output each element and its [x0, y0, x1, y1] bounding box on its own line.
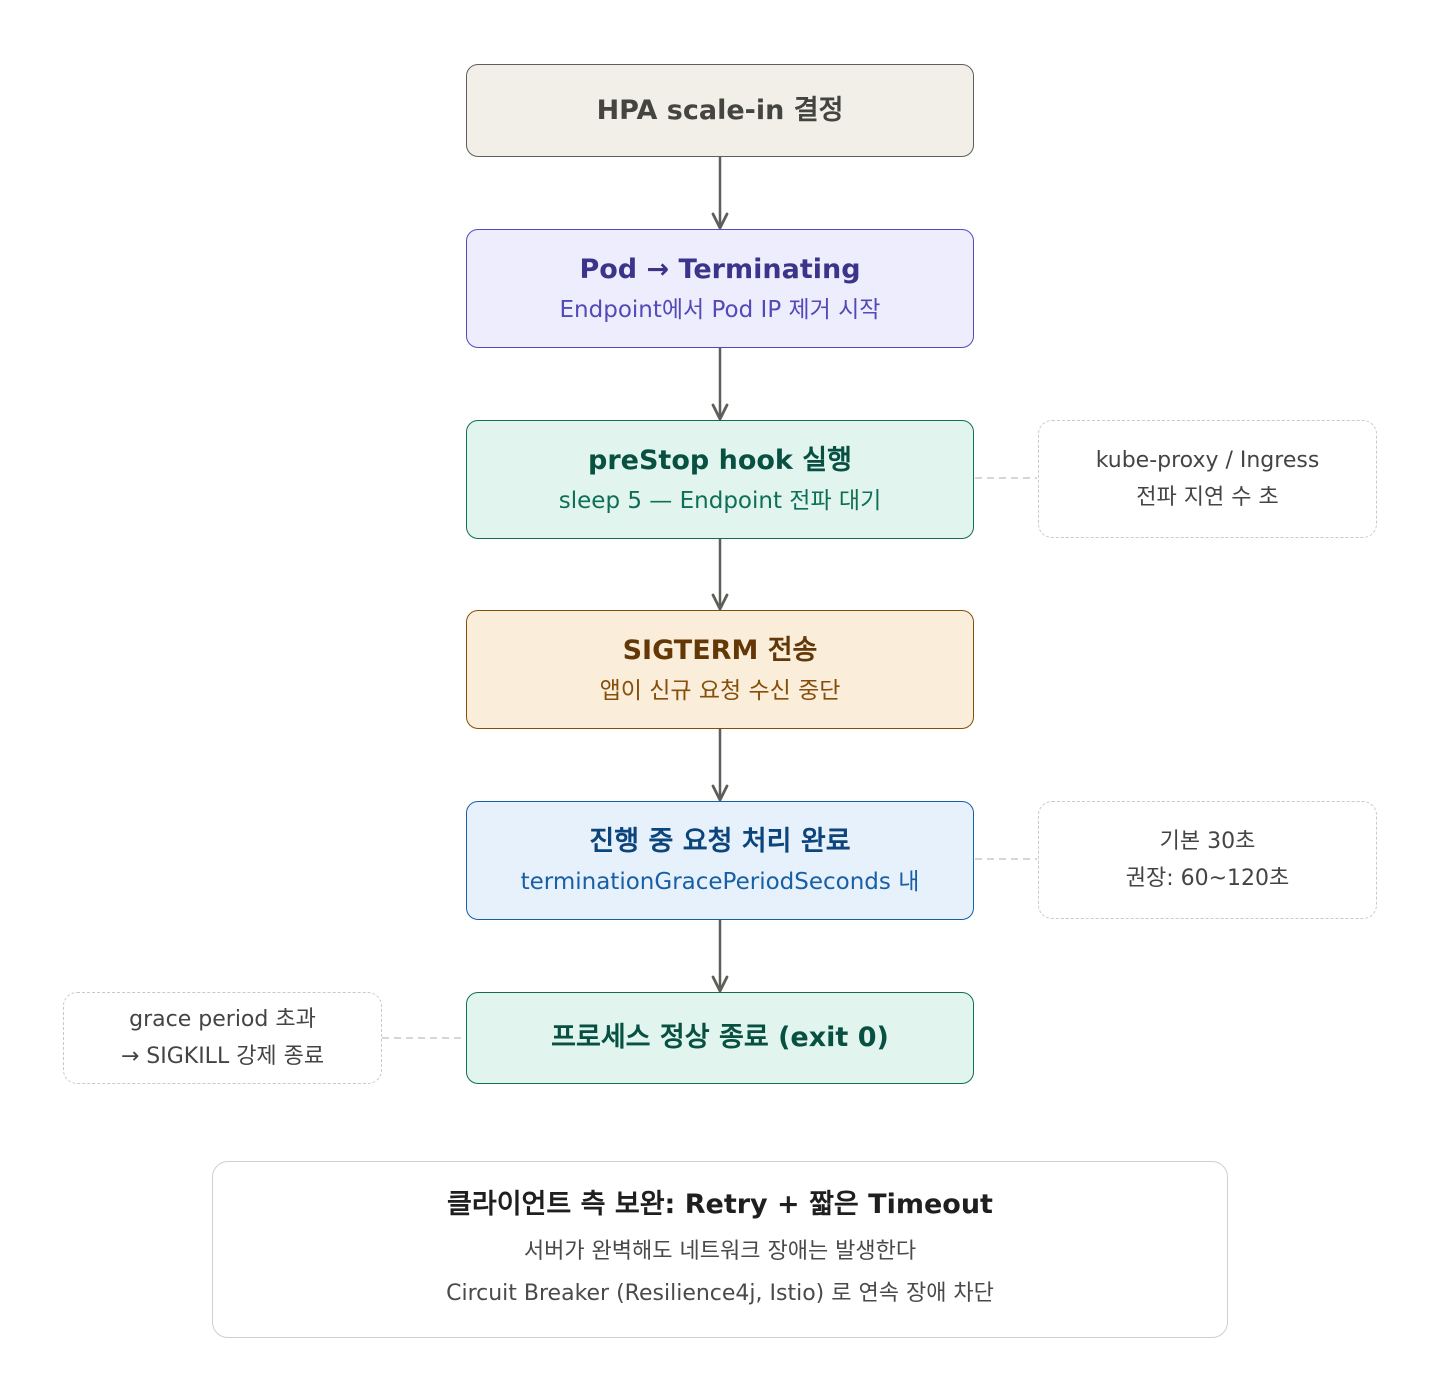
note-line: grace period 초과 — [129, 1007, 316, 1032]
step-title: 진행 중 요청 처리 완료 — [589, 825, 851, 857]
step-hpa-scale-in: HPA scale-in 결정 — [466, 64, 974, 157]
note-grace-period: 기본 30초 권장: 60~120초 — [1038, 801, 1377, 919]
note-line: → SIGKILL 강제 종료 — [120, 1044, 325, 1069]
step-title: Pod → Terminating — [579, 253, 861, 285]
step-subtitle: sleep 5 — Endpoint 전파 대기 — [558, 487, 882, 514]
step-drain-requests: 진행 중 요청 처리 완료 terminationGracePeriodSeco… — [466, 801, 974, 920]
note-propagation-delay: kube-proxy / Ingress 전파 지연 수 초 — [1038, 420, 1377, 538]
summary-title: 클라이언트 측 보완: Retry + 짧은 Timeout — [447, 1188, 993, 1220]
step-pod-terminating: Pod → Terminating Endpoint에서 Pod IP 제거 시… — [466, 229, 974, 348]
step-title: SIGTERM 전송 — [622, 634, 818, 666]
note-sigkill: grace period 초과 → SIGKILL 강제 종료 — [63, 992, 382, 1084]
step-title: HPA scale-in 결정 — [596, 94, 844, 126]
note-line: 권장: 60~120초 — [1125, 866, 1290, 891]
summary-line: 서버가 완벽해도 네트워크 장애는 발생한다 — [523, 1238, 917, 1264]
step-prestop-hook: preStop hook 실행 sleep 5 — Endpoint 전파 대기 — [466, 420, 974, 539]
note-line: 전파 지연 수 초 — [1136, 485, 1279, 510]
step-subtitle: terminationGracePeriodSeconds 내 — [520, 868, 920, 895]
step-sigterm: SIGTERM 전송 앱이 신규 요청 수신 중단 — [466, 610, 974, 729]
step-title: 프로세스 정상 종료 (exit 0) — [551, 1022, 889, 1053]
note-line: 기본 30초 — [1159, 829, 1256, 854]
summary-line: Circuit Breaker (Resilience4j, Istio) 로 … — [446, 1280, 994, 1306]
step-process-exit: 프로세스 정상 종료 (exit 0) — [466, 992, 974, 1084]
client-side-summary: 클라이언트 측 보완: Retry + 짧은 Timeout 서버가 완벽해도 … — [212, 1161, 1228, 1338]
note-line: kube-proxy / Ingress — [1095, 448, 1320, 473]
step-subtitle: 앱이 신규 요청 수신 중단 — [599, 677, 841, 704]
step-subtitle: Endpoint에서 Pod IP 제거 시작 — [559, 296, 881, 323]
step-title: preStop hook 실행 — [588, 444, 852, 476]
